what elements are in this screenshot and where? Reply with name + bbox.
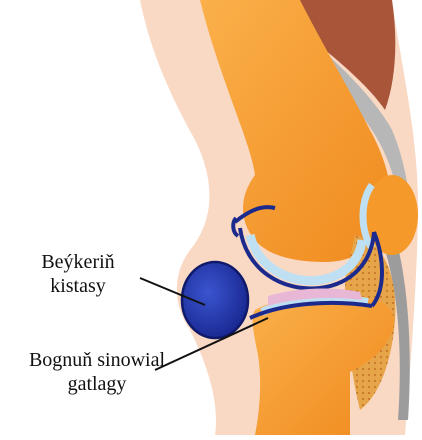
label-synovial-line2: gatlagy [2, 372, 192, 396]
label-bakers-cyst: Beýkeriň kistasy [8, 250, 148, 298]
label-synovial-membrane: Bognuň sinowial gatlagy [2, 348, 192, 396]
label-bakers-cyst-line1: Beýkeriň [8, 250, 148, 274]
label-synovial-line1: Bognuň sinowial [2, 348, 192, 372]
label-bakers-cyst-line2: kistasy [8, 274, 148, 298]
